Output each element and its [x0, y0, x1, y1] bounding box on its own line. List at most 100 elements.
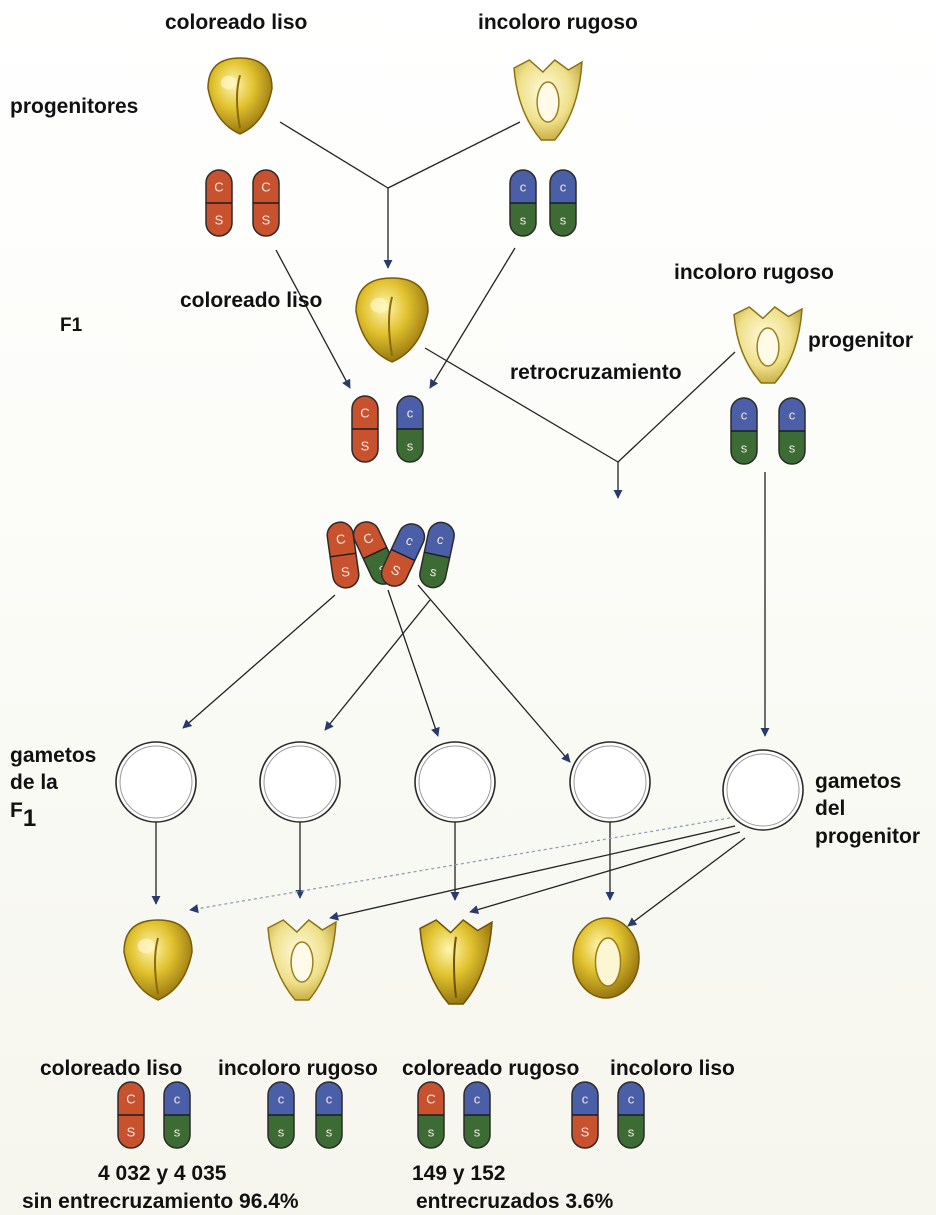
arrow-to-gamete-3 — [388, 590, 438, 736]
parent-gametes-line3: progenitor — [815, 823, 920, 850]
allele-bottom-label: s — [174, 1125, 181, 1140]
offspring2-chrom-2: cs — [316, 1082, 342, 1148]
allele-top-label: c — [628, 1092, 635, 1107]
f1-seed-label: coloreado liso — [180, 290, 322, 311]
offspring-seed-colorless-wrinkled — [268, 920, 336, 1000]
parent-right-chrom-2: cs — [550, 170, 576, 236]
offspring-seed-colored-smooth — [124, 920, 192, 1000]
offspring4-chrom-2: cs — [618, 1082, 644, 1148]
count-noncrossover: 4 032 y 4 035 — [98, 1163, 226, 1184]
f1-gametes-label: gametos de la F1 — [10, 742, 96, 828]
offspring-label-1: coloreado liso — [40, 1058, 182, 1079]
allele-top-label: c — [174, 1092, 181, 1107]
f1-gametes-line1: gametos — [10, 742, 96, 769]
offspring-label-4: incoloro liso — [610, 1058, 735, 1079]
f1-row-label: F1 — [60, 316, 82, 335]
arrow-pgamete-to-seed4 — [628, 838, 745, 926]
allele-top-label: c — [407, 406, 414, 421]
line-left-parent-to-junction — [280, 122, 388, 188]
gamete-f1-2-circle — [260, 742, 340, 822]
allele-bottom-label: s — [278, 1125, 285, 1140]
gamete-f1-1-circle — [116, 742, 196, 822]
allele-top-label: C — [214, 180, 223, 195]
allele-top-label: C — [360, 406, 369, 421]
allele-top-label: c — [789, 408, 796, 423]
allele-top-label: c — [520, 180, 527, 195]
allele-bottom-label: s — [428, 1125, 435, 1140]
f1-chrom-blue: cs — [397, 396, 423, 462]
allele-bottom-label: s — [741, 441, 748, 456]
parent-right-chrom-1: cs — [510, 170, 536, 236]
arrow-left-chrom-to-f1 — [276, 250, 350, 388]
allele-bottom-label: s — [326, 1125, 333, 1140]
offspring-label-2: incoloro rugoso — [218, 1058, 378, 1079]
f1-gametes-line3: F1 — [10, 797, 96, 828]
gamete-circles — [116, 742, 803, 830]
gamete-f1-4-circle — [570, 742, 650, 822]
offspring-label-3: coloreado rugoso — [402, 1058, 579, 1079]
allele-top-label: C — [126, 1092, 135, 1107]
f1-seed-colored-smooth — [356, 278, 428, 362]
offspring4-chrom-1: cS — [572, 1082, 598, 1148]
allele-top-label: c — [741, 408, 748, 423]
allele-bottom-label: s — [520, 213, 527, 228]
f1-gametes-f: F — [10, 799, 23, 822]
gamete-parent-circle — [723, 750, 803, 830]
parents-row-label: progenitores — [10, 96, 138, 117]
gamete-f1-3-circle — [415, 742, 495, 822]
allele-bottom-label: s — [628, 1125, 635, 1140]
allele-top-label: c — [326, 1092, 333, 1107]
allele-top-label: c — [278, 1092, 285, 1107]
allele-bottom-label: S — [127, 1125, 136, 1140]
offspring-seed-colored-wrinkled — [420, 920, 492, 1004]
summary-noncrossover: sin entrecruzamiento 96.4% — [22, 1191, 299, 1212]
offspring2-chrom-1: cs — [268, 1082, 294, 1148]
parent-gametes-label: gametos del progenitor — [815, 768, 920, 850]
backcross-parent-seed — [734, 307, 802, 383]
allele-bottom-label: S — [361, 439, 370, 454]
count-crossover: 149 y 152 — [412, 1163, 505, 1184]
allele-bottom-label: s — [560, 213, 567, 228]
allele-bottom-label: s — [474, 1125, 481, 1140]
backcross-parent-label: incoloro rugoso — [674, 262, 834, 283]
allele-bottom-label: s — [407, 439, 414, 454]
allele-top-label: c — [474, 1092, 481, 1107]
allele-top-label: c — [560, 180, 567, 195]
offspring3-chrom-1: Cs — [418, 1082, 444, 1148]
allele-bottom-label: s — [789, 441, 796, 456]
parent-seed-colorless-wrinkled — [514, 60, 582, 140]
f1-gametes-line2: de la — [10, 769, 96, 796]
allele-bottom-label: S — [262, 213, 271, 228]
parent-right-label: incoloro rugoso — [478, 12, 638, 33]
allele-top-label: C — [261, 180, 270, 195]
backcross-parent-chrom-2: cs — [779, 398, 805, 464]
offspring1-chrom-2: cs — [164, 1082, 190, 1148]
arrow-pgamete-to-seed1 — [190, 818, 730, 910]
offspring1-chrom-1: CS — [118, 1082, 144, 1148]
backcross-parent-chrom-1: cs — [731, 398, 757, 464]
allele-top-label: C — [426, 1092, 435, 1107]
parent-left-label: coloreado liso — [165, 12, 307, 33]
f1-chrom-red: CS — [352, 396, 378, 462]
allele-top-label: c — [582, 1092, 589, 1107]
allele-bottom-label: S — [581, 1125, 590, 1140]
allele-bottom-label: S — [215, 213, 224, 228]
f1-gametes-subscript: 1 — [23, 805, 36, 832]
arrow-right-chrom-to-f1 — [430, 248, 515, 388]
parent-gametes-line1: gametos — [815, 768, 920, 795]
offspring-seed-colorless-smooth — [573, 918, 639, 998]
line-right-parent-to-junction — [388, 122, 520, 188]
arrow-pgamete-to-seed2 — [330, 826, 735, 918]
parent-left-chrom-2: CS — [253, 170, 279, 236]
arrow-to-gamete-4 — [418, 585, 570, 762]
summary-crossover: entrecruzados 3.6% — [416, 1191, 613, 1212]
arrow-to-gamete-1 — [183, 595, 335, 728]
offspring3-chrom-2: cs — [464, 1082, 490, 1148]
backcross-label: retrocruzamiento — [510, 362, 682, 383]
parent-gametes-line2: del — [815, 795, 920, 822]
parent-left-chrom-1: CS — [206, 170, 232, 236]
parent-seed-colored-smooth — [208, 58, 272, 134]
backcross-parent-tag: progenitor — [808, 330, 913, 351]
